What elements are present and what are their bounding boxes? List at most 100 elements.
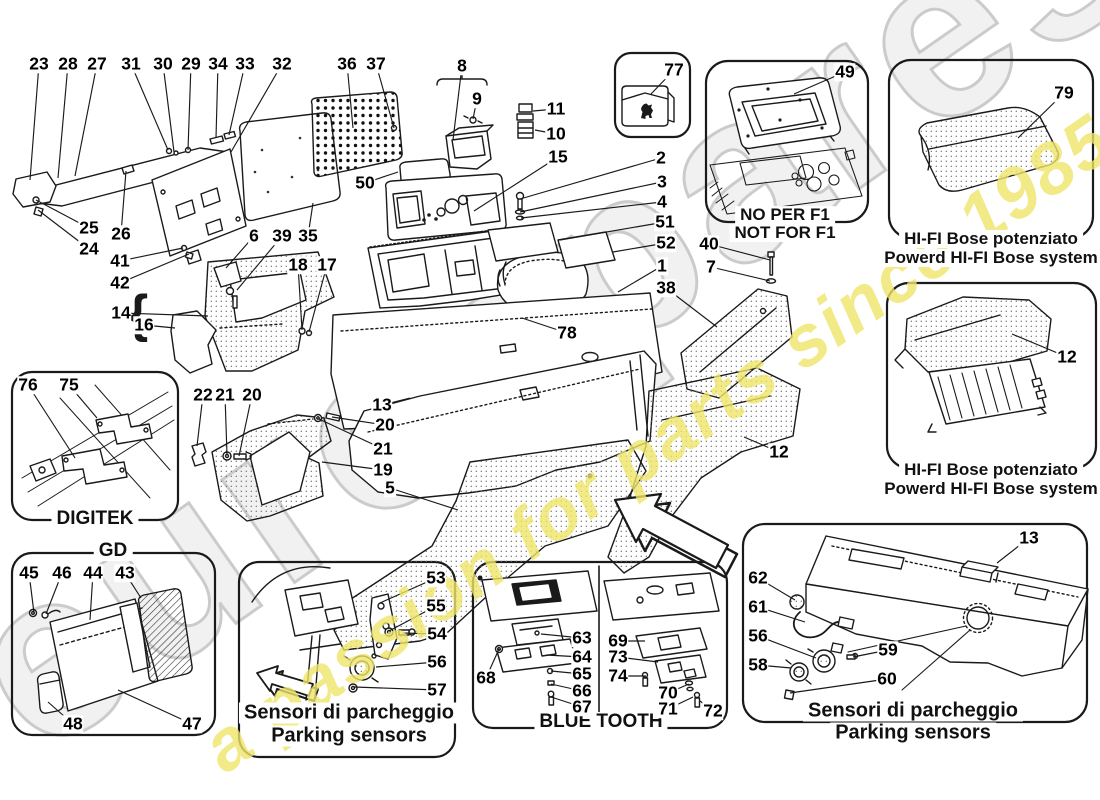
part-number-30: 30 xyxy=(152,53,174,74)
leader-line-18 xyxy=(297,264,303,331)
leader-line-31 xyxy=(130,63,169,151)
part-number-25: 25 xyxy=(78,217,100,238)
leader-line-34 xyxy=(215,63,219,139)
prancing-horse-icon xyxy=(641,103,653,119)
leader-line-39 xyxy=(236,235,283,291)
frame-crossmember xyxy=(12,130,237,217)
part-number-73: 73 xyxy=(607,646,629,667)
part-number-54: 54 xyxy=(426,623,448,644)
document-pouch xyxy=(621,85,675,127)
part-number-23: 23 xyxy=(28,53,50,74)
part-number-39: 39 xyxy=(271,225,293,246)
part-number-29: 29 xyxy=(180,53,202,74)
part-number-9: 9 xyxy=(471,88,483,109)
part-number-52: 52 xyxy=(655,232,677,253)
part-number-4: 4 xyxy=(656,191,668,212)
part-number-41: 41 xyxy=(109,250,131,271)
part-number-13: 13 xyxy=(1018,527,1040,548)
shifter-surround-group xyxy=(709,77,863,215)
part-number-24: 24 xyxy=(78,238,100,259)
leader-line-17 xyxy=(308,264,328,333)
leader-line-60 xyxy=(789,678,888,694)
small-arrow-shadow xyxy=(261,670,319,702)
bose-amplifier-group xyxy=(894,296,1052,433)
no-f1-caption-line1: NO PER F1 xyxy=(735,206,835,224)
leader-line-5 xyxy=(389,487,459,511)
leader-line-7 xyxy=(710,266,771,282)
part-number-40: 40 xyxy=(698,233,720,254)
part-number-56: 56 xyxy=(747,625,769,646)
part-number-56: 56 xyxy=(426,651,448,672)
part-number-12: 12 xyxy=(1056,346,1078,367)
part-number-49: 49 xyxy=(834,61,856,82)
part-number-27: 27 xyxy=(86,53,108,74)
leader-line-14 xyxy=(120,312,209,317)
parking-right-box xyxy=(741,522,1089,724)
part-number-76: 76 xyxy=(17,374,39,395)
bose-foam-pad xyxy=(918,106,1060,192)
part-number-47: 47 xyxy=(181,713,203,734)
part-number-12: 12 xyxy=(768,441,790,462)
part-number-46: 46 xyxy=(51,562,73,583)
leader-line-23 xyxy=(29,63,40,181)
leader-line-32 xyxy=(230,63,283,153)
leader-lines xyxy=(27,63,1068,725)
part-number-20: 20 xyxy=(374,414,396,435)
leader-line-30 xyxy=(162,63,175,153)
part-number-28: 28 xyxy=(57,53,79,74)
part-number-78: 78 xyxy=(556,322,578,343)
parking-left-box xyxy=(237,560,457,759)
hifi-mid-caption-line2: Powerd HI-FI Bose system xyxy=(879,480,1100,498)
part-number-16: 16 xyxy=(133,314,155,335)
part-number-11: 11 xyxy=(545,98,567,119)
gd-caption: GD xyxy=(93,541,133,561)
part-number-38: 38 xyxy=(655,277,677,298)
part-number-45: 45 xyxy=(18,562,40,583)
part-number-42: 42 xyxy=(109,272,131,293)
part-number-63: 63 xyxy=(571,627,593,648)
part-number-65: 65 xyxy=(571,663,593,684)
pouch-box xyxy=(613,51,692,139)
direction-arrows xyxy=(256,492,739,702)
leader-line-76 xyxy=(27,384,76,459)
hifi-top-caption-line1: HI-FI Bose potenziato xyxy=(899,230,1083,248)
leader-line-1 xyxy=(617,265,663,293)
hifi-mid-caption-line1: HI-FI Bose potenziato xyxy=(899,461,1083,479)
leader-line-8 xyxy=(452,65,463,141)
part-number-57: 57 xyxy=(426,679,448,700)
leader-line-15 xyxy=(473,156,559,212)
leader-line-21 xyxy=(224,394,228,456)
no-f1-caption-line2: NOT FOR F1 xyxy=(729,224,841,242)
leader-line-3 xyxy=(519,181,663,213)
part-number-70: 70 xyxy=(657,682,679,703)
part-number-75: 75 xyxy=(58,374,80,395)
part-number-17: 17 xyxy=(316,254,338,275)
part-number-59: 59 xyxy=(877,639,899,660)
small-arrow-icon xyxy=(256,665,314,697)
part-number-1: 1 xyxy=(656,255,668,276)
part-number-74: 74 xyxy=(607,665,629,686)
parking-left-caption-line2: Parking sensors xyxy=(266,725,432,747)
part-number-77: 77 xyxy=(663,59,685,80)
part-number-58: 58 xyxy=(747,654,769,675)
parking-left-caption-line1: Sensori di parcheggio xyxy=(238,702,460,724)
leader-line-37 xyxy=(375,63,395,129)
footrest-group xyxy=(28,588,193,714)
part-number-8: 8 xyxy=(456,55,468,76)
part-number-50: 50 xyxy=(354,172,376,193)
bluetooth-caption: BLUE TOOTH xyxy=(534,712,668,732)
main-arrow-icon xyxy=(613,492,730,570)
leader-line-33 xyxy=(228,63,246,136)
leader-line-29 xyxy=(187,63,192,151)
part-number-7: 7 xyxy=(705,256,717,277)
speaker-grille xyxy=(238,91,403,222)
part-number-21: 21 xyxy=(372,438,394,459)
part-number-43: 43 xyxy=(114,562,136,583)
part-number-32: 32 xyxy=(271,53,293,74)
part-number-64: 64 xyxy=(571,646,593,667)
part-number-2: 2 xyxy=(655,147,667,168)
parking-right-caption-line2: Parking sensors xyxy=(830,722,996,744)
part-number-67: 67 xyxy=(571,696,593,717)
